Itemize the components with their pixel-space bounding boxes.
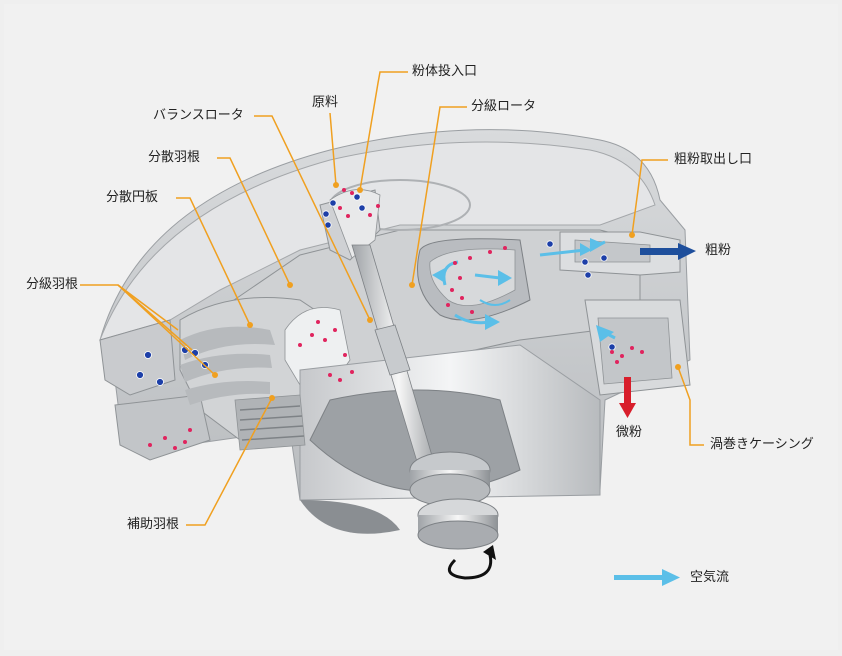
label-raw-material: 原料 bbox=[312, 95, 339, 110]
label-airflow-legend: 空気流 bbox=[690, 570, 730, 585]
leader-lines bbox=[80, 71, 704, 526]
fine-powder-arrow bbox=[619, 377, 636, 418]
airflow-legend-icon bbox=[614, 569, 680, 586]
fine-particles bbox=[148, 188, 644, 450]
label-dispersion-blade: 分散羽根 bbox=[148, 150, 201, 165]
airflow-inner bbox=[479, 299, 511, 306]
label-fine-powder: 微粉 bbox=[616, 425, 643, 440]
leader-dots bbox=[212, 182, 681, 401]
label-coarse-outlet: 粗粉取出し口 bbox=[674, 152, 753, 167]
label-auxiliary-blade: 補助羽根 bbox=[127, 517, 180, 532]
drive-pulley bbox=[409, 451, 499, 550]
label-classifier-rotor: 分級ロータ bbox=[471, 99, 537, 114]
label-coarse-powder: 粗粉 bbox=[705, 243, 732, 258]
coarse-powder-arrow bbox=[640, 243, 696, 260]
label-scroll-casing: 渦巻きケーシング bbox=[710, 437, 814, 452]
label-classifier-blade: 分級羽根 bbox=[26, 277, 79, 292]
airflow-arrowheads bbox=[432, 238, 614, 342]
rotation-arrow-icon bbox=[447, 545, 496, 580]
label-balance-rotor: バランスロータ bbox=[153, 108, 244, 123]
label-powder-inlet: 粉体投入口 bbox=[412, 64, 478, 79]
label-dispersion-disk: 分散円板 bbox=[106, 190, 159, 205]
